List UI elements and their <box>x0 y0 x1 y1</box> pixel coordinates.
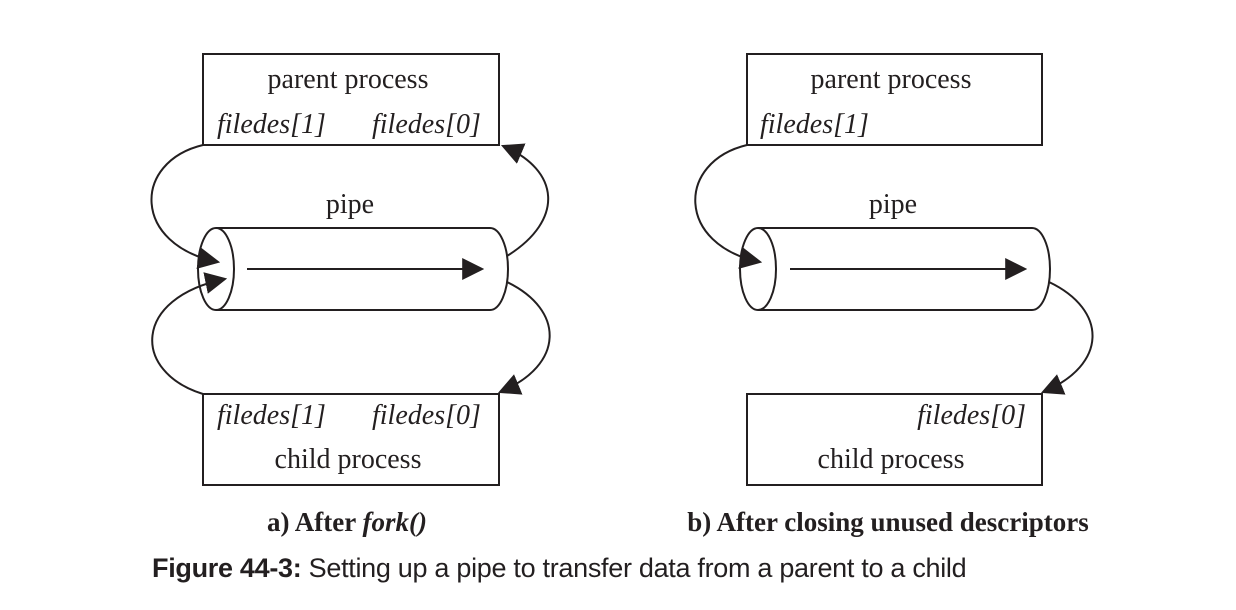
panel-b: parent process filedes[1] pipe filedes[0… <box>687 53 1094 537</box>
pipe-cylinder-b <box>739 227 1051 311</box>
pipe-to-parent-read-arrow-a <box>500 143 550 257</box>
pipe-to-child-read-arrow-a <box>497 281 551 395</box>
parent-write-arrow-a <box>150 144 221 269</box>
parent-process-box-b <box>746 53 1043 146</box>
child-filedes-1-a: filedes[1] <box>217 400 326 431</box>
parent-process-label-a: parent process <box>268 64 429 95</box>
figure-caption: Figure 44-3: Setting up a pipe to transf… <box>152 553 1152 584</box>
child-process-label-a: child process <box>275 444 422 475</box>
child-process-box-b <box>746 393 1043 486</box>
child-filedes-0-b: filedes[0] <box>917 400 1026 431</box>
parent-filedes-0-a: filedes[0] <box>372 109 481 140</box>
child-write-arrow-a <box>151 272 228 395</box>
subcaption-a: a) After fork() <box>267 507 427 537</box>
panel-a: parent process filedes[1] filedes[0] pip… <box>150 53 551 537</box>
pipe-label-b: pipe <box>869 189 917 220</box>
parent-process-label-b: parent process <box>811 64 972 95</box>
child-process-label-b: child process <box>818 444 965 475</box>
pipe-label-a: pipe <box>326 189 374 220</box>
pipe-cylinder-a <box>197 227 509 311</box>
figure-caption-text: Setting up a pipe to transfer data from … <box>301 553 967 583</box>
figure-label: Figure 44-3: <box>152 553 302 583</box>
parent-filedes-1-b: filedes[1] <box>760 109 869 140</box>
parent-write-arrow-b <box>694 144 763 269</box>
parent-filedes-1-a: filedes[1] <box>217 109 326 140</box>
subcaption-b: b) After closing unused descriptors <box>687 507 1089 537</box>
pipe-to-child-read-arrow-b <box>1040 281 1094 395</box>
parent-process-box-a <box>202 53 500 146</box>
child-filedes-0-a: filedes[0] <box>372 400 481 431</box>
child-process-box-a <box>202 393 500 486</box>
